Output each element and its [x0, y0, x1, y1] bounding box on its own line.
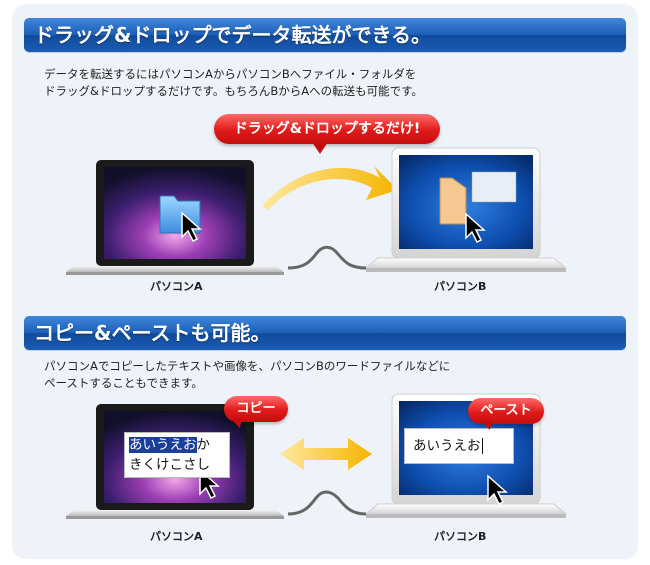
copy-callout: コピー: [224, 396, 288, 422]
pc-b-label: パソコンB: [434, 530, 487, 543]
cursor-arrow-icon: [487, 474, 508, 506]
pasted-text-box: あいうえお: [404, 428, 514, 464]
double-arrow-icon: [280, 438, 372, 470]
pc-b-label: パソコンB: [434, 280, 487, 293]
section-title-drag-drop: ドラッグ&ドロップでデータ転送ができる。: [24, 18, 626, 52]
pc-a-label: パソコンA: [150, 280, 203, 293]
pc-a-label: パソコンA: [150, 530, 203, 543]
copied-text-box: あいうえおか きくけこさし: [124, 432, 230, 478]
cursor-arrow-icon: [181, 211, 202, 243]
transfer-arrow: [262, 166, 398, 210]
cable-icon: [287, 490, 367, 516]
section-description-drag-drop: データを転送するにはパソコンAからパソコンBへファイル・フォルダを ドラッグ&ド…: [44, 67, 423, 98]
cursor-arrow-icon: [465, 212, 486, 244]
paste-callout: ペースト: [468, 398, 544, 424]
windows-laptop-b-1: [364, 147, 568, 272]
cable-icon: [287, 245, 367, 270]
selected-text: あいうえお: [129, 437, 197, 453]
section-title-copy-paste: コピー&ペーストも可能。: [24, 316, 626, 350]
drag-drop-callout: ドラッグ&ドロップするだけ!: [214, 114, 440, 154]
section-description-copy-paste: パソコンAでコピーしたテキストや画像を、パソコンBのワードファイルなどに ペース…: [44, 359, 451, 390]
